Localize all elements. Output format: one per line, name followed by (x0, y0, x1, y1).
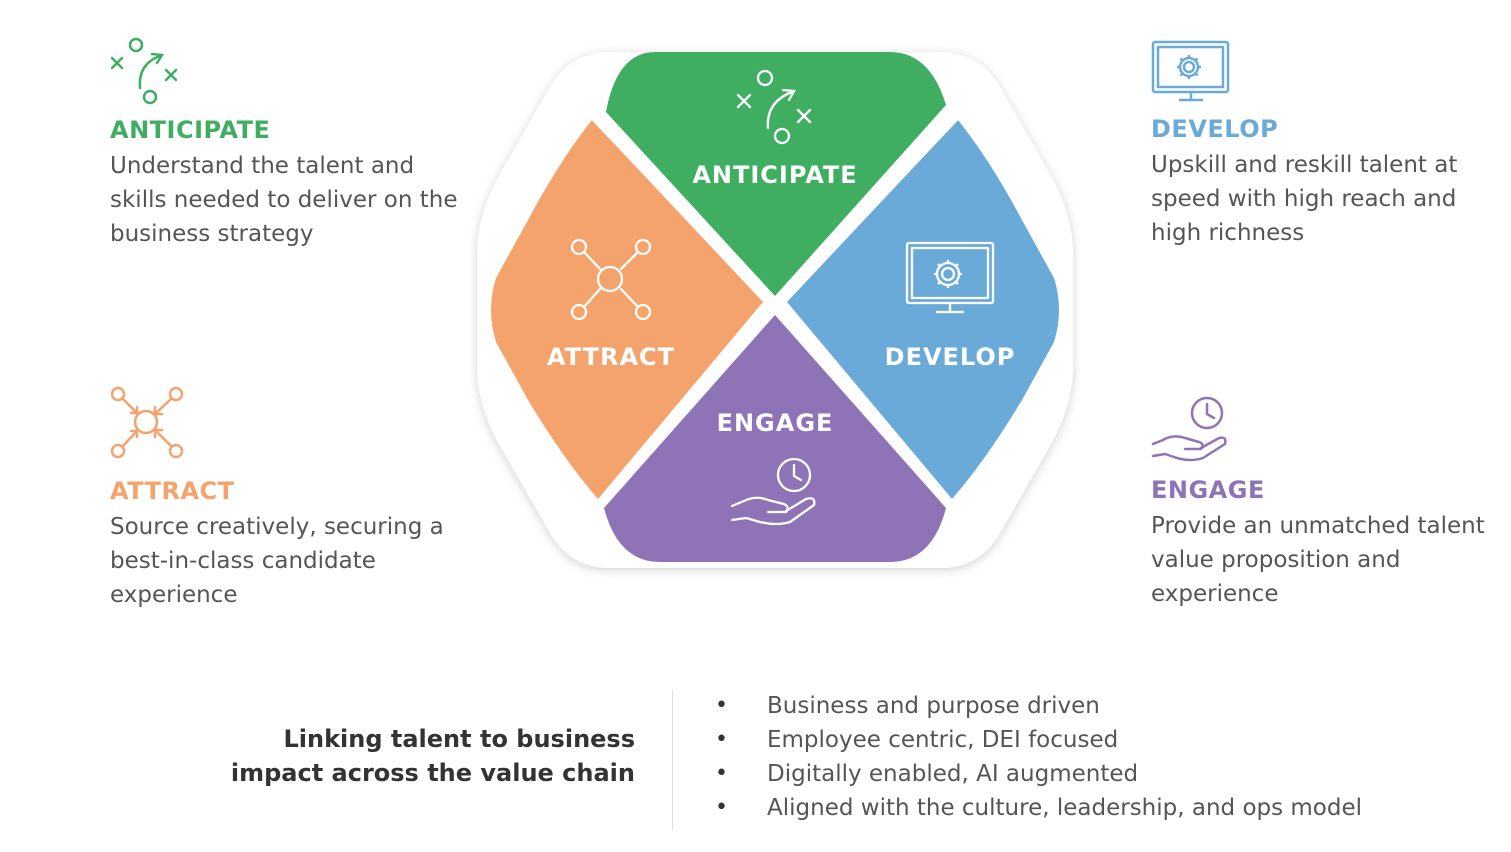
list-item: Aligned with the culture, leadership, an… (713, 791, 1362, 825)
principles-list: Business and purpose driven Employee cen… (713, 689, 1362, 825)
list-item: Employee centric, DEI focused (713, 723, 1362, 757)
develop-description: Upskill and reskill talent at speed with… (1151, 152, 1458, 246)
engage-block: ENGAGE Provide an unmatched talent value… (1151, 396, 1506, 611)
attract-title: ATTRACT (110, 477, 235, 505)
anticipate-title: ANTICIPATE (110, 116, 271, 144)
hand-clock-icon (1151, 396, 1227, 462)
attract-block: ATTRACT Source creatively, securing a be… (110, 385, 470, 612)
attract-description: Source creatively, securing a best-in-cl… (110, 514, 444, 608)
list-item: Digitally enabled, AI augmented (713, 757, 1362, 791)
list-item: Business and purpose driven (713, 689, 1362, 723)
hexagon-label-anticipate: ANTICIPATE (692, 161, 857, 189)
anticipate-description: Understand the talent and skills needed … (110, 153, 458, 247)
develop-title: DEVELOP (1151, 115, 1279, 143)
hexagon-label-attract: ATTRACT (547, 343, 675, 371)
hexagon-segment-engage: ENGAGE (604, 315, 946, 562)
hexagon-label-engage: ENGAGE (717, 409, 834, 437)
summary-line-1: Linking talent to business (283, 725, 635, 753)
monitor-gear-icon (1151, 40, 1230, 102)
hexagon-segment-attract: ATTRACT (491, 120, 763, 499)
summary-divider (672, 690, 673, 830)
engage-description: Provide an unmatched talent value propos… (1151, 513, 1485, 607)
engage-title: ENGAGE (1151, 476, 1265, 504)
anticipate-block: ANTICIPATE Understand the talent and ski… (110, 36, 470, 251)
hexagon-label-develop: DEVELOP (885, 343, 1016, 371)
network-hub-icon (110, 386, 184, 459)
summary-line-2: impact across the value chain (230, 759, 635, 787)
hexagon-segment-anticipate: ANTICIPATE (606, 52, 946, 296)
talent-hexagon-diagram: ANTICIPATE ATTRACT DEVELOP (477, 52, 1073, 568)
summary-statement: Linking talent to business impact across… (200, 722, 635, 790)
strategy-play-icon (110, 37, 178, 105)
hexagon-segment-develop: DEVELOP (787, 120, 1059, 499)
develop-block: DEVELOP Upskill and reskill talent at sp… (1151, 40, 1506, 250)
